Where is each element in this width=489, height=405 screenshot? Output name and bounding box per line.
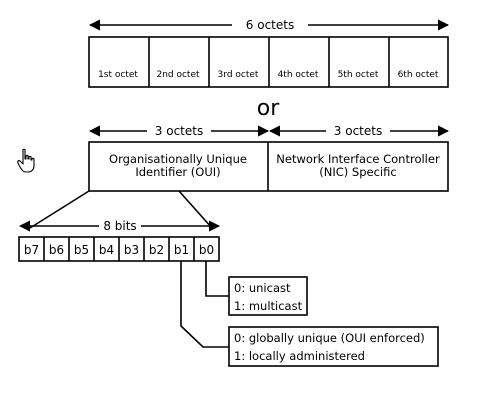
octet-6: 6th octet: [398, 70, 439, 80]
oui-nic-row: Organisationally Unique Identifier (OUI)…: [88, 141, 449, 192]
six-octets-label: 6 octets: [246, 18, 294, 32]
bit-b4: b4: [99, 243, 114, 257]
bit-b0: b0: [199, 243, 214, 257]
nic-label-line2: (NIC) Specific: [319, 165, 396, 179]
hand-pointer-icon: [17, 148, 35, 173]
octet-row: 1st octet 2nd octet 3rd octet 4th octet …: [88, 36, 449, 88]
b1-connector: [180, 261, 229, 348]
bit-b5: b5: [74, 243, 89, 257]
octet-1: 1st octet: [98, 70, 138, 80]
or-label: or: [257, 96, 280, 121]
b1-callout-line2: 1: locally administered: [234, 349, 365, 363]
b0-callout: 0: unicast 1: multicast: [228, 276, 308, 316]
oui-label-line2: Identifier (OUI): [135, 165, 220, 179]
oui-span-label: 3 octets: [155, 124, 203, 138]
b1-callout: 0: globally unique (OUI enforced) 1: loc…: [228, 326, 439, 367]
bit-b3: b3: [124, 243, 139, 257]
eight-bits-span: 8 bits: [18, 219, 221, 233]
b0-callout-line1: 0: unicast: [234, 281, 291, 295]
octet-5: 5th octet: [338, 70, 379, 80]
oui-span: 3 octets: [88, 123, 270, 138]
nic-span: 3 octets: [268, 123, 450, 138]
oui-label-line1: Organisationally Unique: [109, 152, 247, 166]
bit-b6: b6: [49, 243, 64, 257]
octet-3: 3rd octet: [218, 70, 259, 80]
bit-b2: b2: [149, 243, 164, 257]
bit-b7: b7: [24, 243, 39, 257]
b1-callout-line1: 0: globally unique (OUI enforced): [234, 331, 425, 345]
six-octets-span: 6 octets: [88, 17, 450, 32]
bit-b1: b1: [174, 243, 189, 257]
eight-bits-label: 8 bits: [103, 219, 136, 233]
nic-span-label: 3 octets: [334, 124, 382, 138]
nic-label-line1: Network Interface Controller: [276, 152, 440, 166]
bit-row: b7 b6 b5 b4 b3 b2 b1 b0: [18, 236, 220, 262]
octet-2: 2nd octet: [156, 70, 200, 80]
octet-4: 4th octet: [278, 70, 319, 80]
b0-callout-line2: 1: multicast: [234, 299, 303, 313]
b0-connector: [205, 261, 229, 297]
